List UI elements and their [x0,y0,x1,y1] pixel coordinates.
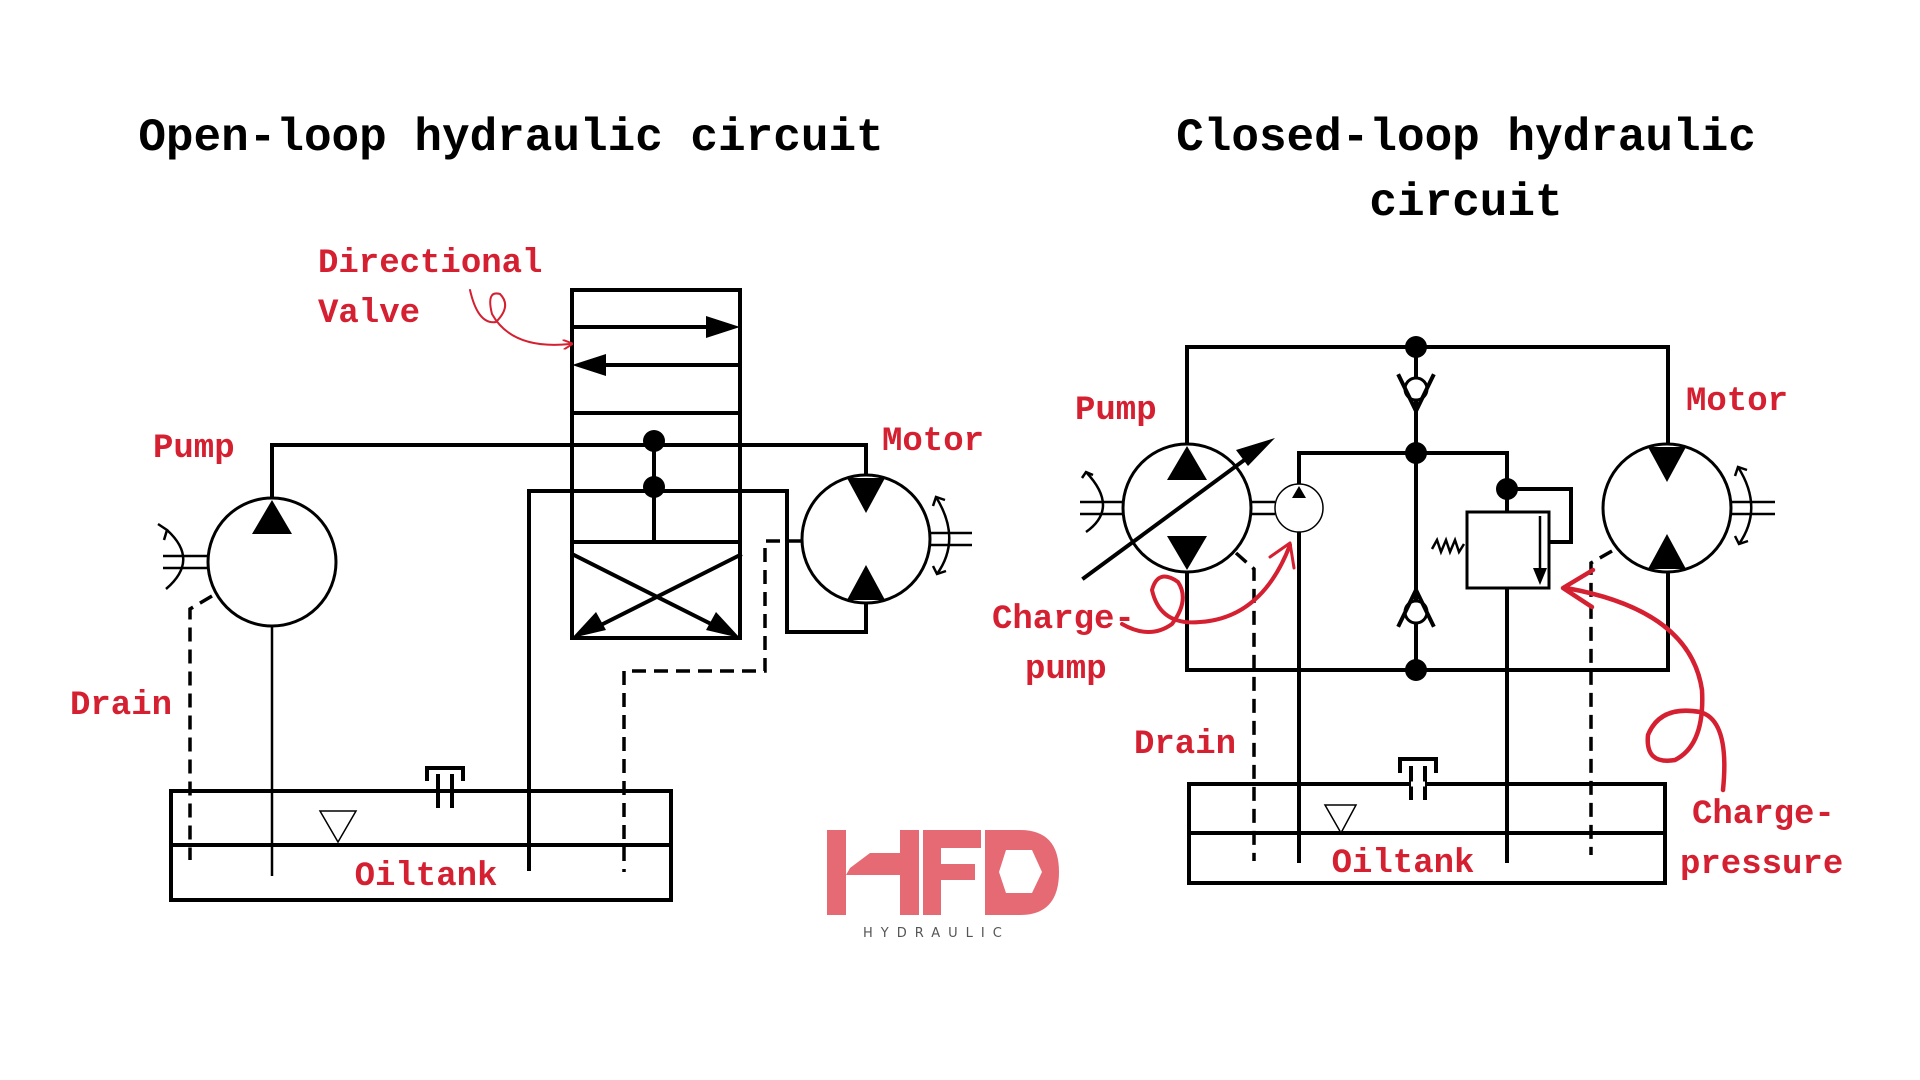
open-loop-circuit: Directional Valve Pump Motor Drain Oilta… [70,245,984,902]
label-pump: Pump [153,430,235,468]
label-oiltank-closed: Oiltank [1332,845,1475,883]
pump-drain-line-closed [1234,551,1256,861]
label-charge-pump-line1: Charge- [992,601,1135,639]
oil-tank-icon-closed [1187,757,1667,885]
label-drain: Drain [70,687,172,725]
label-motor: Motor [882,423,984,461]
charge-line [1297,451,1509,514]
label-charge-pressure-line1: Charge- [1692,796,1835,834]
label-directional: Directional [318,245,542,283]
directional-valve-pointer [469,289,570,345]
motor-icon-closed [1601,442,1775,574]
check-valve-lower-icon [1396,585,1436,628]
logo-subtitle: HYDRAULIC [863,926,1010,941]
pressure-line [270,443,868,500]
label-charge-pressure-line2: pressure [1680,846,1843,884]
closed-loop-title-line1: Closed-loop hydraulic [1176,112,1756,164]
label-drain-closed: Drain [1134,726,1236,764]
check-valve-upper-icon [1396,373,1436,416]
label-charge-pump-line2: pump [1025,651,1107,689]
variable-pump-icon [1080,438,1275,581]
directional-valve-icon [570,288,743,640]
pilot-line [1505,487,1573,544]
label-pump-closed: Pump [1075,392,1157,430]
closed-loop-title-line2: circuit [1369,177,1562,229]
label-valve: Valve [318,295,420,333]
motor-drain-line-closed [1589,549,1613,855]
charge-pump-icon [1274,483,1324,533]
loop-lower-line [1185,570,1670,672]
label-oiltank: Oiltank [355,858,498,896]
closed-loop-circuit: Pump Motor Charge- pump Drain Oiltank Ch… [992,336,1843,885]
logo-mark [827,830,1059,915]
open-loop-title: Open-loop hydraulic circuit [138,112,883,164]
charge-pump-pointer [1120,541,1296,634]
hfd-hydraulic-logo: HYDRAULIC [827,830,1059,941]
return-line [527,489,868,871]
loop-upper-line [1185,345,1670,446]
relief-valve-icon [1430,510,1551,590]
label-motor-closed: Motor [1686,383,1788,421]
pump-drain-line [188,594,213,860]
pump-icon [157,496,338,628]
motor-icon [800,473,972,605]
charge-pressure-pointer [1560,567,1727,793]
motor-drain-line [622,539,802,872]
